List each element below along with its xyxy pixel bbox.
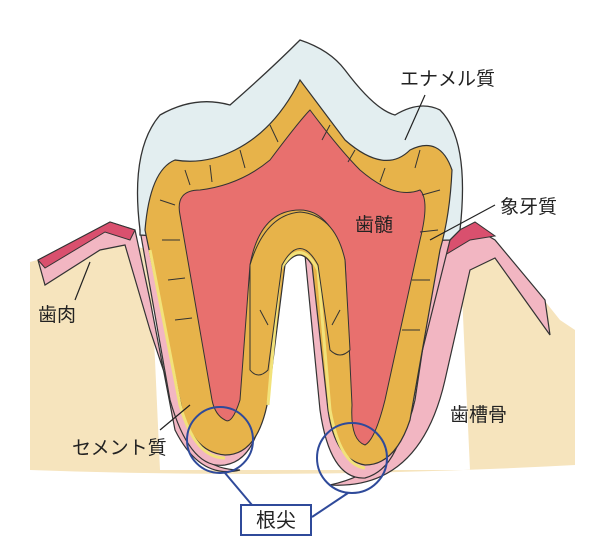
label-dentin: 象牙質	[500, 196, 558, 218]
apex-circle-left	[186, 406, 254, 474]
alveolar-bone	[30, 240, 575, 474]
label-root-apex: 根尖	[240, 504, 312, 536]
inner-dentin	[249, 211, 351, 376]
label-gum: 歯肉	[38, 304, 77, 326]
dentin-tubules	[159, 124, 441, 331]
label-leaders	[74, 94, 496, 431]
gum-left-edge	[37, 221, 136, 269]
label-alveolar-bone: 歯槽骨	[450, 404, 508, 426]
label-pulp: 歯髄	[355, 214, 394, 236]
pulp	[178, 109, 426, 446]
cementum	[148, 249, 366, 470]
apex-leader-right	[311, 492, 349, 518]
label-cementum: セメント質	[72, 437, 167, 459]
apex-leader-left	[224, 472, 253, 506]
apex-circle-right	[316, 422, 388, 494]
label-enamel: エナメル質	[400, 68, 496, 90]
